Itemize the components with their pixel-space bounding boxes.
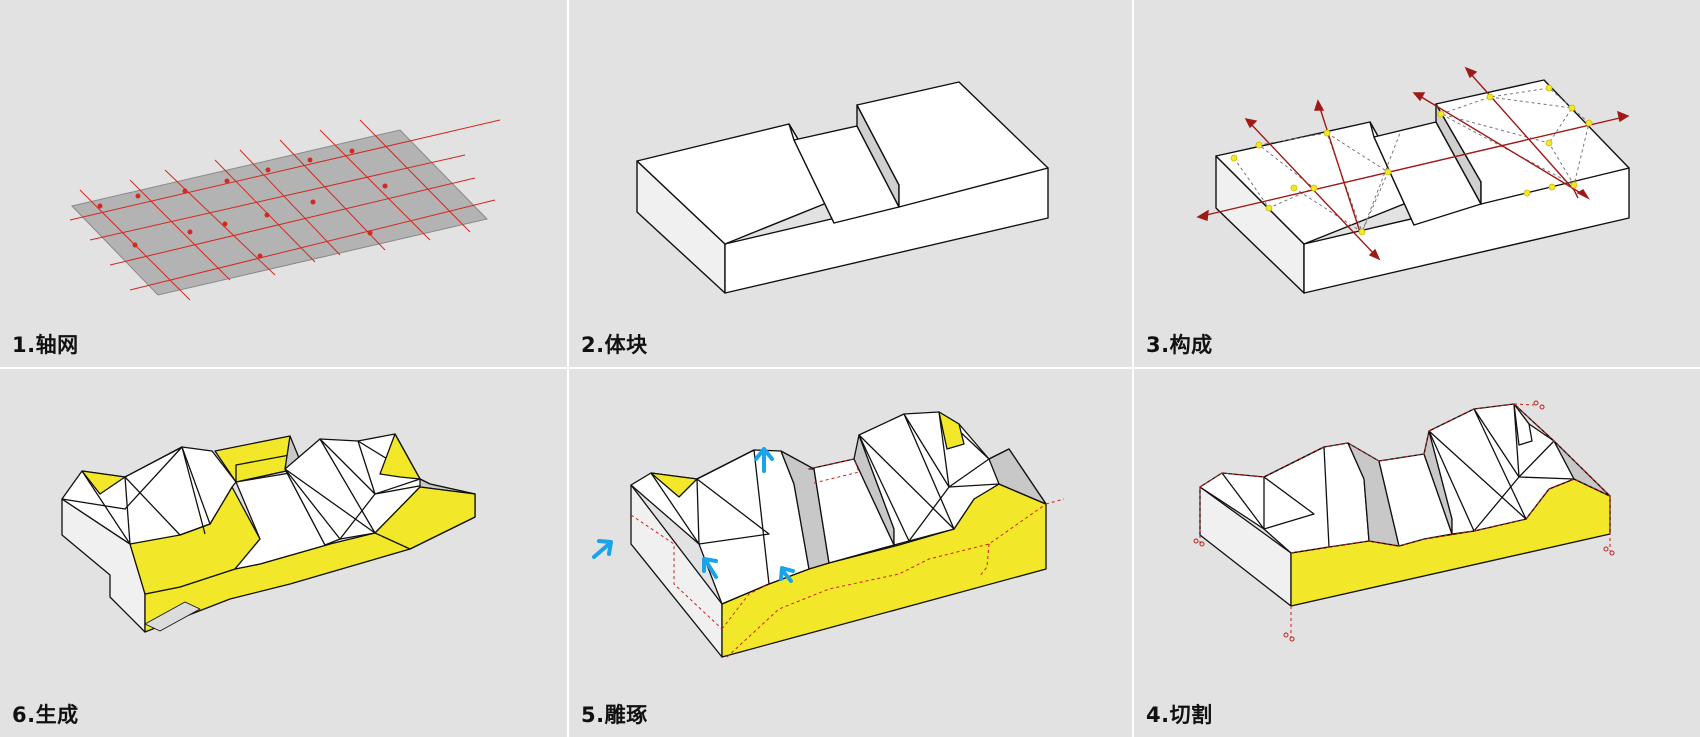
panel-composition: 3.构成 [1134, 0, 1700, 367]
panel-sculpting: 5.雕琢 [569, 369, 1132, 737]
axis-grid-drawing [69, 119, 501, 301]
panel-label: 2.体块 [581, 333, 648, 357]
cutting-drawing [1193, 400, 1615, 642]
block-drawing [636, 81, 1049, 294]
composition-drawing [1196, 66, 1630, 294]
panel-label: 5.雕琢 [581, 703, 648, 727]
panel-axis-grid: 1.轴网 [0, 0, 567, 367]
panel-cutting: 4.切割 [1134, 369, 1700, 737]
panel-label: 1.轴网 [12, 333, 79, 357]
panel-label: 6.生成 [12, 703, 79, 727]
panel-block: 2.体块 [569, 0, 1132, 367]
generation-drawing [61, 433, 476, 633]
panel-generation: 6.生成 [0, 369, 567, 737]
panel-label: 3.构成 [1146, 333, 1213, 357]
panel-label: 4.切割 [1146, 703, 1213, 727]
sculpting-drawing [592, 411, 1065, 658]
